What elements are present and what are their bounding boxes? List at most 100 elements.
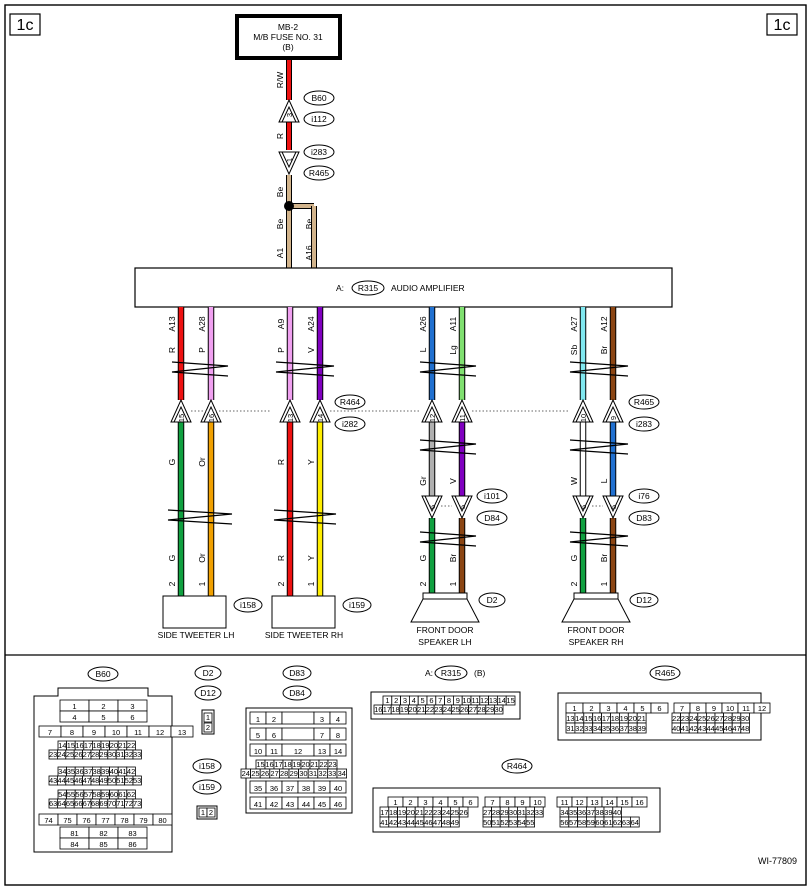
r315-pin-22-number: 22 (426, 705, 434, 714)
r464-pin-60-number: 60 (595, 818, 603, 827)
d83-pin-21-number: 21 (310, 760, 318, 769)
connector-badge-i76 (628, 488, 660, 504)
b60-pin-73-number: 73 (133, 799, 141, 808)
d83-pin-4-number: 4 (336, 715, 340, 724)
legend-label-b60: B60 (95, 669, 110, 679)
twist-mark-speaker-rh-mid (569, 439, 629, 455)
connector-badge-r465-mid (628, 394, 660, 410)
r315-pin-5-number: 5 (421, 696, 425, 705)
d83-pin-6-number: 6 (272, 731, 276, 740)
d2-pin-2-number: 2 (206, 723, 210, 732)
b60-pin-5-number: 5 (101, 713, 105, 722)
r315-pin-14-number: 14 (498, 696, 506, 705)
wire-color-r-13: R (276, 459, 286, 465)
d83-pin-34 (336, 768, 348, 779)
legend-r315-prefix: A: (425, 668, 433, 678)
pin-label-a16: A16 (304, 245, 314, 260)
r464-pin-50-number: 50 (483, 818, 491, 827)
b60-pin-3-number: 3 (130, 702, 134, 711)
terminal-a28-inner (203, 405, 219, 423)
wire-color-r-tw-rh: R (276, 555, 286, 561)
wire-color-l-a26: L (418, 347, 428, 352)
r464-pin-53-number: 53 (509, 818, 517, 827)
legend-label-i159: i159 (199, 782, 215, 792)
label-side-tweeter-lh: SIDE TWEETER LH (158, 630, 235, 640)
b60-pin-50-number: 50 (108, 776, 116, 785)
b60-pin-21-number: 21 (118, 741, 126, 750)
b60-pin-53 (132, 775, 142, 786)
b60-pin-59-number: 59 (101, 790, 109, 799)
twist-mark-speaker-rh-lower (569, 531, 629, 547)
d83-pin-17-number: 17 (274, 760, 282, 769)
terminal-a11-upper-inner (454, 405, 470, 423)
wire-color-g-tw-lh: G (167, 555, 177, 562)
connector-badge-i101 (476, 488, 508, 504)
b60-pin-33 (132, 749, 142, 760)
b60-pin-63-number: 63 (49, 799, 57, 808)
r465-pin-20-number: 20 (629, 714, 637, 723)
pin-13: 13 (286, 414, 295, 422)
connector-badge-d84 (476, 510, 508, 526)
d83-pin-24-number: 24 (242, 769, 250, 778)
b60-pin-84-number: 84 (70, 840, 78, 849)
r465-pin-28-number: 28 (724, 714, 732, 723)
terminal-a12-upper-inner (605, 405, 621, 423)
b60-pin-72-number: 72 (125, 799, 133, 808)
pin-label-a9: A9 (276, 319, 286, 330)
b60-pin-53-number: 53 (133, 776, 141, 785)
r464-pin-51-number: 51 (492, 818, 500, 827)
b60-pin-55-number: 55 (67, 790, 75, 799)
fuse-label-3: (B) (282, 42, 294, 52)
pin-10: 10 (579, 414, 588, 422)
r465-pin-26-number: 26 (707, 714, 715, 723)
connector-b60: B60 (311, 93, 326, 103)
b60-pin-82-number: 82 (99, 829, 107, 838)
r464-pin-14-number: 14 (605, 798, 613, 807)
d83-pin-44-number: 44 (302, 800, 310, 809)
pin-label-a27: A27 (569, 316, 579, 331)
r465-pin-29-number: 29 (732, 714, 740, 723)
r464-pin-6 (462, 796, 479, 808)
r464-pin-8-number: 8 (505, 798, 509, 807)
b60-pin-62-number: 62 (127, 790, 135, 799)
legend-badge-d84 (282, 685, 312, 701)
r315-pin-2-number: 2 (394, 696, 398, 705)
connector-i282: i282 (342, 419, 358, 429)
b60-pin-32-number: 32 (125, 750, 133, 759)
r465-pin-12-number: 12 (758, 704, 766, 713)
r464-pin-27-number: 27 (483, 808, 491, 817)
wire-color-be: Be (275, 187, 285, 198)
pin-1-tw-lh: 1 (197, 581, 207, 586)
i158-pin-1-number: 1 (201, 808, 205, 817)
d83-blank-2 (281, 727, 315, 741)
b60-pin-49-number: 49 (99, 776, 107, 785)
r465-pin-45-number: 45 (715, 724, 723, 733)
front-door-speaker-lh (410, 592, 480, 623)
terminal-a24-inner (312, 405, 328, 423)
b60-pin-19-number: 19 (101, 741, 109, 750)
wire-color-br-sp-rh: Br (599, 554, 609, 563)
d83-blank (281, 711, 315, 725)
b60-pin-27-number: 27 (83, 750, 91, 759)
r465-pin-25-number: 25 (698, 714, 706, 723)
b60-pin-71-number: 71 (116, 799, 124, 808)
pin-2-tw-rh: 2 (276, 581, 286, 586)
b60-pin-40-number: 40 (110, 767, 118, 776)
pin-label-a24: A24 (306, 316, 316, 331)
b60-pin-80 (152, 813, 173, 826)
wire-color-be-a16: Be (304, 219, 314, 230)
b60-pin-20-number: 20 (110, 741, 118, 750)
r315-pin-1-number: 1 (385, 696, 389, 705)
d83-pin-37-number: 37 (286, 784, 294, 793)
r465-pin-36-number: 36 (611, 724, 619, 733)
b60-pin-6-number: 6 (130, 713, 134, 722)
label-front-door-rh-2: SPEAKER RH (569, 637, 624, 647)
d83-pin-40-number: 40 (334, 784, 342, 793)
legend-badge-d12 (194, 685, 222, 701)
r315-pin-29-number: 29 (486, 705, 494, 714)
b60-pin-47-number: 47 (83, 776, 91, 785)
label-front-door-rh-1: FRONT DOOR (568, 625, 625, 635)
legend-label-r465: R465 (655, 668, 676, 678)
r465-pin-15-number: 15 (584, 714, 592, 723)
connector-badge-d2 (478, 592, 506, 608)
